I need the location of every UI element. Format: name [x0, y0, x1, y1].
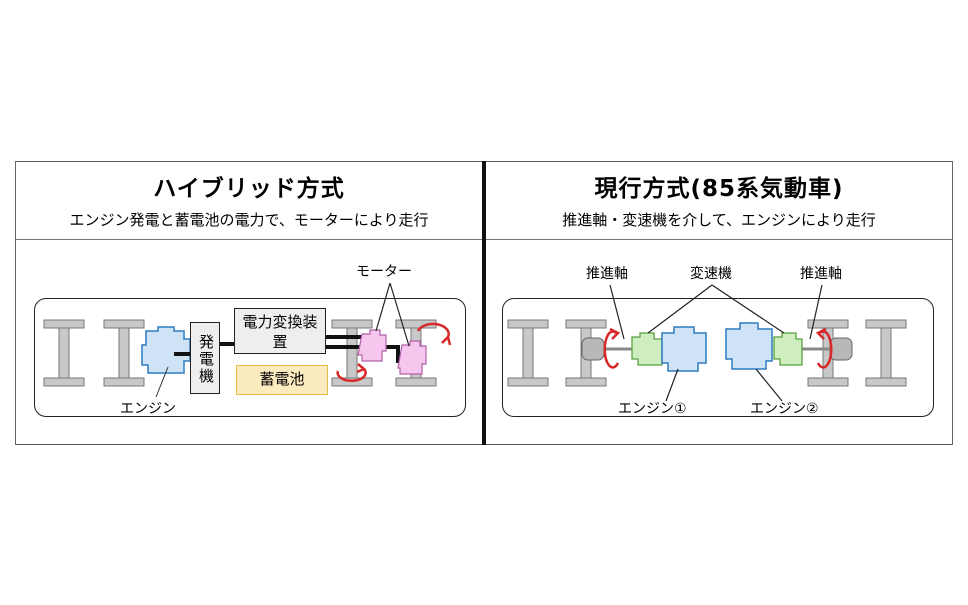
- engine-label: エンジン: [120, 401, 176, 417]
- hybrid-train-body: [34, 298, 466, 417]
- motor-icon: [397, 340, 427, 375]
- hybrid-frame: [16, 161, 482, 445]
- motor-icon: [357, 329, 387, 362]
- propeller-shaft-icon: [829, 337, 853, 361]
- engine1-label: エンジン①: [618, 401, 687, 417]
- engine-icon: [725, 322, 773, 370]
- battery-box: 蓄電池: [236, 365, 328, 395]
- transmission-icon: [773, 332, 803, 366]
- current-train-body: [502, 298, 934, 417]
- propeller-shaft-icon: [581, 337, 605, 361]
- engine-icon: [141, 326, 191, 374]
- center-divider: [482, 161, 486, 445]
- current-subtitle: 推進軸・変速機を介して、エンジンにより走行: [562, 211, 876, 229]
- engine-icon: [661, 326, 707, 372]
- rotation-arrow-icon: [815, 327, 833, 369]
- power-converter-box: 電力変換装置: [234, 308, 326, 354]
- frame-left-edge: [15, 161, 16, 445]
- shaft-label-left: 推進軸: [586, 266, 628, 282]
- generator-box: 発電機: [190, 322, 220, 394]
- current-header-separator: [486, 239, 952, 240]
- rotation-arrow-icon: [336, 363, 367, 382]
- transmission-label: 変速機: [690, 266, 732, 282]
- current-drawing: [507, 284, 907, 402]
- hybrid-subtitle: エンジン発電と蓄電池の電力で、モーターにより走行: [69, 211, 429, 229]
- hybrid-header-separator: [16, 239, 482, 240]
- wheel-icon: [43, 319, 85, 387]
- engine2-label: エンジン②: [750, 401, 819, 417]
- wheel-icon: [507, 319, 549, 387]
- current-panel: 現行方式(85系気動車) 推進軸・変速機を介して、エンジンにより走行: [486, 161, 952, 445]
- hybrid-title: ハイブリッド方式: [153, 176, 345, 202]
- wheel-icon: [103, 319, 145, 387]
- rotation-arrow-icon: [603, 327, 621, 369]
- wheel-icon: [865, 319, 907, 387]
- current-frame: [486, 161, 952, 445]
- hybrid-panel: ハイブリッド方式 エンジン発電と蓄電池の電力で、モーターにより走行: [16, 161, 482, 445]
- rotation-arrow-icon: [416, 322, 452, 346]
- frame-right-edge: [952, 161, 953, 445]
- shaft-label-right: 推進軸: [800, 266, 842, 282]
- motor-label: モーター: [356, 264, 412, 280]
- transmission-icon: [631, 332, 663, 366]
- hybrid-drawing: [43, 282, 452, 398]
- current-title: 現行方式(85系気動車): [594, 176, 844, 202]
